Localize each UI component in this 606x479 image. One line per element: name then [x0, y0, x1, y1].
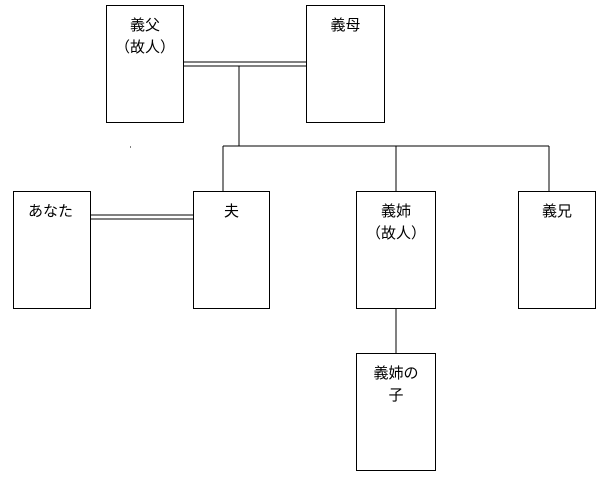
person-label-sister-in-law-child: 義姉の 子: [373, 364, 419, 404]
person-box-mother-in-law: 義母: [306, 5, 385, 123]
person-label-you: あなた: [28, 202, 74, 220]
person-box-father-in-law: 義父 （故人）: [106, 5, 184, 123]
person-label-elder-sister-in-law: 義姉 （故人）: [365, 202, 426, 242]
person-box-elder-brother-in-law: 義兄: [518, 191, 596, 309]
person-box-you: あなた: [13, 191, 91, 309]
person-box-sister-in-law-child: 義姉の 子: [356, 353, 436, 471]
person-label-elder-brother-in-law: 義兄: [541, 202, 572, 220]
person-label-husband: 夫: [223, 202, 239, 220]
person-box-husband: 夫: [193, 191, 270, 309]
person-label-father-in-law: 義父 （故人）: [114, 16, 175, 56]
person-label-mother-in-law: 義母: [330, 16, 361, 34]
person-box-elder-sister-in-law: 義姉 （故人）: [356, 191, 436, 309]
